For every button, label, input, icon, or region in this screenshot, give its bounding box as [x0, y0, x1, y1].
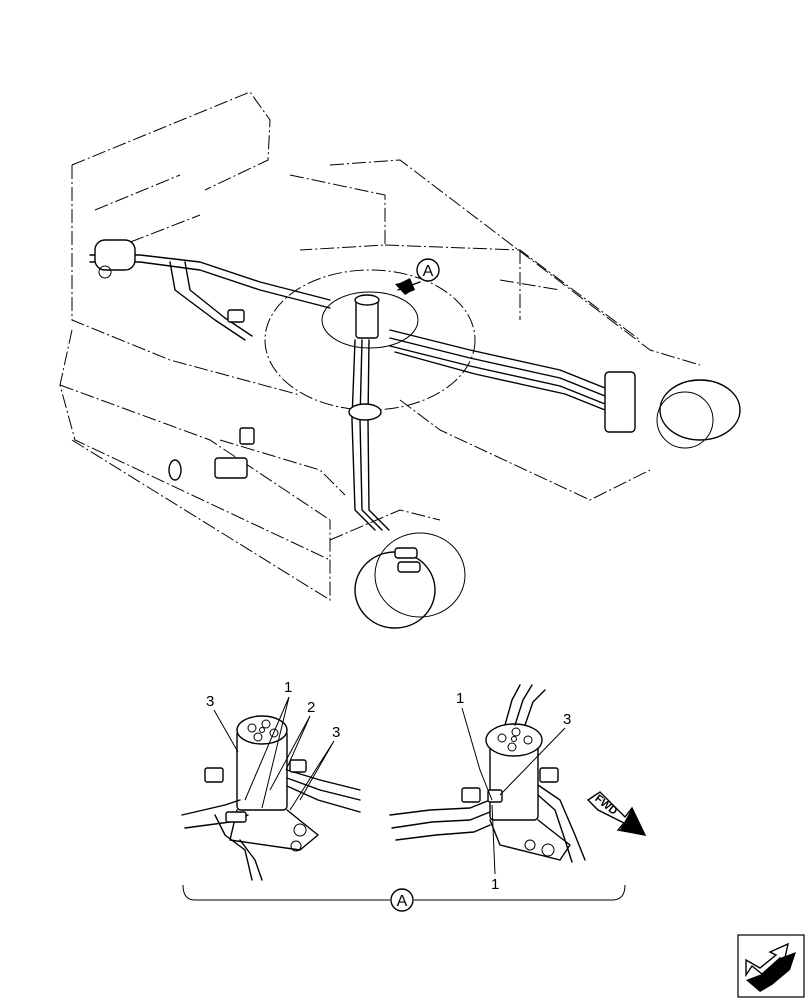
view-marker-label: A [423, 263, 434, 280]
callout-3-right: 3 [563, 711, 571, 728]
right-swivel-joint [389, 684, 586, 863]
callout-2-left: 2 [307, 699, 315, 716]
detail-marker-circle [390, 888, 414, 912]
callout-3b-left: 3 [332, 724, 340, 741]
callout-1-right-top: 1 [456, 690, 464, 707]
view-arrow-icon [395, 278, 415, 295]
callout-1-right-bottom: 1 [491, 876, 499, 893]
detail-marker-label: A [397, 893, 408, 910]
callout-3-left: 3 [206, 693, 214, 710]
forward-direction-arrow: FWD [586, 791, 647, 836]
callout-1-left: 1 [284, 679, 292, 696]
next-page-arrow-icon[interactable] [737, 934, 805, 998]
detail-bracket [182, 884, 626, 901]
main-isometric-view: A [59, 91, 741, 629]
view-marker-circle [416, 258, 440, 282]
detail-view-a: A 3 1 2 [181, 679, 647, 912]
